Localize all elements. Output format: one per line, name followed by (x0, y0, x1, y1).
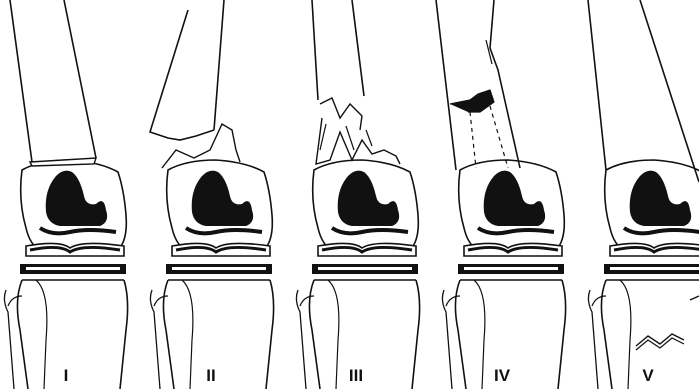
panel-3-drawing (296, 0, 419, 389)
panel-label-iii: III (349, 366, 363, 386)
panel-2-drawing (150, 0, 274, 389)
panel-label-v: V (642, 366, 653, 386)
panel-5-drawing (588, 0, 699, 389)
panel-label-ii: II (206, 366, 215, 386)
panel-label-i: I (64, 366, 69, 386)
panel-label-iv: IV (494, 366, 510, 386)
panel-4-drawing (436, 0, 566, 389)
panel-1-drawing (4, 0, 127, 389)
